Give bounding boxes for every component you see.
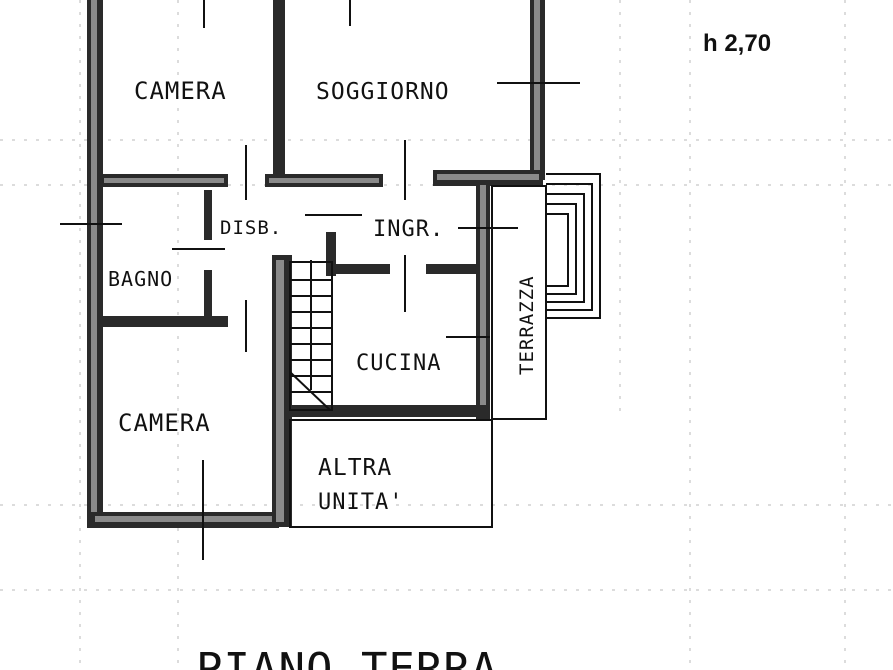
room-label-terrazza: TERRAZZA: [516, 275, 538, 375]
room-label-soggiorno: SOGGIORNO: [316, 79, 450, 105]
staircase: [289, 260, 333, 411]
section-lines: [60, 0, 580, 560]
exterior-walls: [87, 0, 545, 528]
ceiling-height-label: h 2,70: [703, 30, 772, 57]
terrace: [491, 173, 601, 420]
room-label-camera-bottom: CAMERA: [118, 409, 211, 437]
neighbour-unit-outline: [289, 419, 493, 528]
room-label-ingresso: INGR.: [373, 217, 444, 242]
room-label-camera-top: CAMERA: [134, 77, 227, 105]
room-label-bagno: BAGNO: [108, 267, 173, 291]
floor-title: PIANO TERRA: [196, 644, 498, 670]
room-label-unita: UNITA': [318, 490, 403, 515]
room-label-disimpegno: DISB.: [220, 217, 282, 239]
room-label-cucina: CUCINA: [356, 351, 441, 376]
interior-walls: [100, 170, 543, 527]
room-label-altra: ALTRA: [318, 455, 392, 481]
